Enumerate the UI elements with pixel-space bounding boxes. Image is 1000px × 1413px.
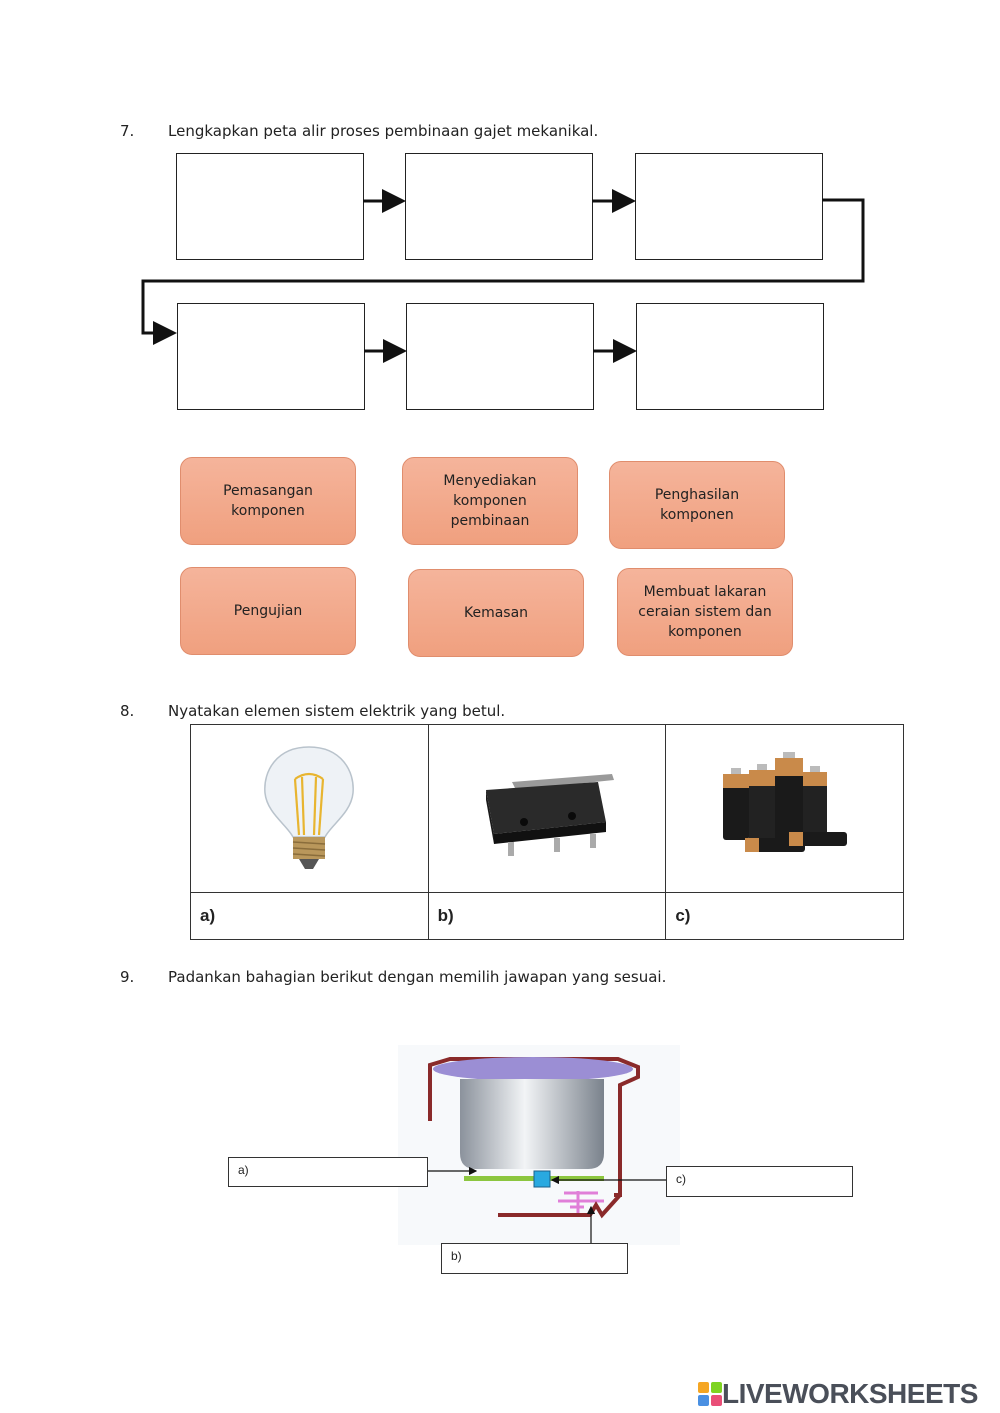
micro-switch-cell <box>427 724 667 893</box>
label-b-text: b) <box>451 1249 462 1263</box>
logo-text: LIVEWORKSHEETS <box>722 1378 978 1409</box>
label-a-box[interactable]: a) <box>228 1157 428 1187</box>
batteries-cell <box>665 724 904 893</box>
flow-box-1[interactable] <box>176 153 364 260</box>
question-9-number: 9. <box>120 968 135 986</box>
liveworksheets-logo: LIVEWORKSHEETS <box>698 1378 978 1410</box>
flow-box-3[interactable] <box>635 153 823 260</box>
choice-menyediakan-komponen[interactable]: Menyediakan komponen pembinaan <box>402 457 578 545</box>
answer-c-label: c) <box>675 906 691 925</box>
micro-switch-image <box>485 773 614 856</box>
question-9-text: Padankan bahagian berikut dengan memilih… <box>168 968 667 986</box>
flow-box-2[interactable] <box>405 153 593 260</box>
flow-box-4[interactable] <box>177 303 365 410</box>
question-8-number: 8. <box>120 702 135 720</box>
batteries-image <box>722 751 847 852</box>
choice-kemasan[interactable]: Kemasan <box>408 569 584 657</box>
question-8-text: Nyatakan elemen sistem elektrik yang bet… <box>168 702 506 720</box>
rice-cooker-diagram <box>398 1045 680 1245</box>
answer-b-label: b) <box>437 906 454 925</box>
answer-c-cell[interactable]: c) <box>665 892 904 940</box>
flow-arrows <box>141 189 865 363</box>
light-bulb-cell <box>190 724 429 893</box>
choice-membuat-lakaran[interactable]: Membuat lakaran ceraian sistem dan kompo… <box>617 568 793 656</box>
pointer-lines <box>427 1166 666 1243</box>
label-c-box[interactable]: c) <box>666 1166 853 1197</box>
choice-pengujian[interactable]: Pengujian <box>180 567 356 655</box>
label-c-text: c) <box>676 1172 686 1186</box>
question-7-text: Lengkapkan peta alir proses pembinaan ga… <box>168 122 599 140</box>
logo-icon <box>698 1382 722 1406</box>
flow-box-6[interactable] <box>636 303 824 410</box>
question-7-number: 7. <box>120 122 135 140</box>
electric-elements-table: a) b) c) <box>190 724 904 940</box>
light-bulb-image <box>264 746 355 869</box>
label-b-box[interactable]: b) <box>441 1243 628 1274</box>
choice-penghasilan-komponen[interactable]: Penghasilan komponen <box>609 461 785 549</box>
answer-b-cell[interactable]: b) <box>427 892 667 940</box>
answer-a-label: a) <box>200 906 216 925</box>
choice-pemasangan-komponen[interactable]: Pemasangan komponen <box>180 457 356 545</box>
answer-a-cell[interactable]: a) <box>190 892 429 940</box>
flow-box-5[interactable] <box>406 303 594 410</box>
label-a-text: a) <box>238 1163 249 1177</box>
